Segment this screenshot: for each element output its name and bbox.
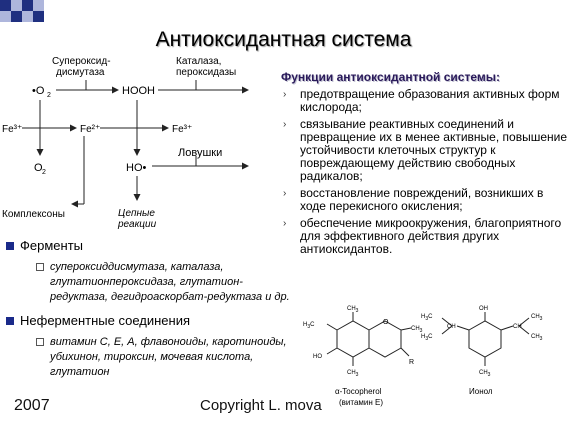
checker-square bbox=[33, 0, 44, 11]
hollow-square-bullet-icon bbox=[36, 338, 44, 346]
tocopherol-ch3-bottom: CH3 bbox=[347, 370, 359, 378]
functions-title: Функции антиоксидантной системы: bbox=[281, 70, 500, 84]
tocopherol-structure bbox=[326, 312, 412, 366]
label-sod-2: дисмутаза bbox=[56, 67, 105, 78]
label-catalase: Каталаза, bbox=[176, 56, 221, 67]
tocopherol-ch3-right: CH3 bbox=[411, 326, 423, 334]
tocopherol-ch3-top: CH3 bbox=[347, 306, 359, 314]
hollow-square-bullet-icon bbox=[36, 263, 44, 271]
label-hooh: HOOH bbox=[122, 85, 155, 97]
antioxidant-types-list: Ферменты супероксиддисмутаза, каталаза, … bbox=[4, 238, 292, 380]
label-chain-2: реакции bbox=[117, 219, 157, 230]
square-bullet-icon bbox=[6, 317, 14, 325]
chevron-right-icon: › bbox=[283, 188, 287, 199]
ionol-ch3-bottom-right: CH3 bbox=[531, 334, 543, 342]
function-item: › предотвращение образования активных фор… bbox=[277, 88, 567, 114]
label-complexones: Комплексоны bbox=[2, 209, 65, 220]
checker-square bbox=[33, 11, 44, 22]
tocopherol-o: O bbox=[383, 319, 389, 326]
functions-list: › предотвращение образования активных фор… bbox=[277, 88, 567, 256]
label-chain-1: Цепные bbox=[118, 208, 155, 219]
header-checker-pattern bbox=[0, 0, 567, 22]
list-subitem-enzymes: супероксиддисмутаза, каталаза, глутатион… bbox=[4, 260, 292, 305]
function-item: › обеспечение микроокружения, благоприятн… bbox=[277, 217, 567, 256]
tocopherol-name: α-Tocopherol bbox=[335, 387, 382, 396]
chevron-right-icon: › bbox=[283, 119, 287, 130]
label-fe2: Fe²⁺ bbox=[80, 124, 100, 135]
enzymes-examples: супероксиддисмутаза, каталаза, глутатион… bbox=[50, 261, 290, 303]
nonenzymes-examples: витамин С, Е, А, флавоноиды, каротиноиды… bbox=[50, 336, 287, 378]
chevron-right-icon: › bbox=[283, 218, 287, 229]
label-sod: Супероксид- bbox=[52, 56, 111, 67]
checker-square bbox=[0, 0, 11, 11]
list-item-enzymes: Ферменты bbox=[4, 238, 292, 254]
label-o2-radical: •O bbox=[32, 85, 45, 97]
ionol-ch-left: CH bbox=[447, 324, 456, 330]
slide-title: Антиоксидантная система bbox=[155, 28, 412, 51]
square-bullet-icon bbox=[6, 242, 14, 250]
checker-square bbox=[0, 11, 11, 22]
ionol-h3c-top-left: H3C bbox=[421, 314, 433, 322]
checker-square bbox=[11, 0, 22, 11]
label-o2-radical-sub: 2 bbox=[47, 92, 51, 99]
function-item-text: предотвращение образования активных форм… bbox=[300, 87, 560, 114]
reaction-scheme-diagram: Супероксид- дисмутаза Каталаза, пероксид… bbox=[2, 56, 249, 230]
checker-square bbox=[11, 11, 22, 22]
ionol-name: Ионол bbox=[469, 387, 493, 396]
label-fe3-left: Fe³⁺ bbox=[2, 124, 22, 135]
ionol-structure bbox=[441, 312, 530, 366]
ionol-ch3-bottom: CH3 bbox=[479, 370, 491, 378]
label-fe3-right: Fe³⁺ bbox=[172, 124, 192, 135]
tocopherol-sub: (витамин Е) bbox=[339, 398, 383, 407]
ionol-h3c-bottom-left: H3C bbox=[421, 334, 433, 342]
checker-square bbox=[22, 0, 33, 11]
functions-box: Функции антиоксидантной системы: › предот… bbox=[277, 70, 567, 256]
function-item: › связывание реактивных соединений и прев… bbox=[277, 118, 567, 183]
tocopherol-r: R bbox=[409, 359, 414, 366]
tocopherol-h3c: H3C bbox=[303, 322, 315, 330]
enzymes-label: Ферменты bbox=[20, 238, 83, 253]
chevron-right-icon: › bbox=[283, 89, 287, 100]
molecular-structures: CH3 H3C HO O CH3 CH3 R α-Tocopherol (вит… bbox=[303, 306, 543, 407]
label-o2-sub: 2 bbox=[42, 169, 46, 176]
function-item-text: обеспечение микроокружения, благоприятно… bbox=[300, 216, 562, 256]
list-subitem-nonenzymes: витамин С, Е, А, флавоноиды, каротиноиды… bbox=[4, 335, 292, 380]
label-peroxidases: пероксидазы bbox=[176, 67, 236, 78]
function-item-text: восстановление повреждений, возникших в … bbox=[300, 186, 544, 213]
function-item: › восстановление повреждений, возникших в… bbox=[277, 187, 567, 213]
label-traps: Ловушки bbox=[178, 147, 222, 159]
ionol-ch-right: CH bbox=[513, 324, 522, 330]
tocopherol-ho: HO bbox=[313, 354, 322, 360]
list-item-nonenzymes: Неферментные соединения bbox=[4, 313, 292, 329]
footer-copyright: Copyright L. mova bbox=[200, 397, 322, 414]
label-ho-radical: HO• bbox=[126, 162, 147, 174]
function-item-text: связывание реактивных соединений и превр… bbox=[300, 117, 567, 183]
checker-square bbox=[22, 11, 33, 22]
ionol-ch3-top-right: CH3 bbox=[531, 314, 543, 322]
ionol-oh: OH bbox=[479, 306, 488, 312]
label-o2: O bbox=[34, 162, 43, 174]
footer-year: 2007 bbox=[14, 397, 50, 414]
nonenzymes-label: Неферментные соединения bbox=[20, 313, 190, 328]
